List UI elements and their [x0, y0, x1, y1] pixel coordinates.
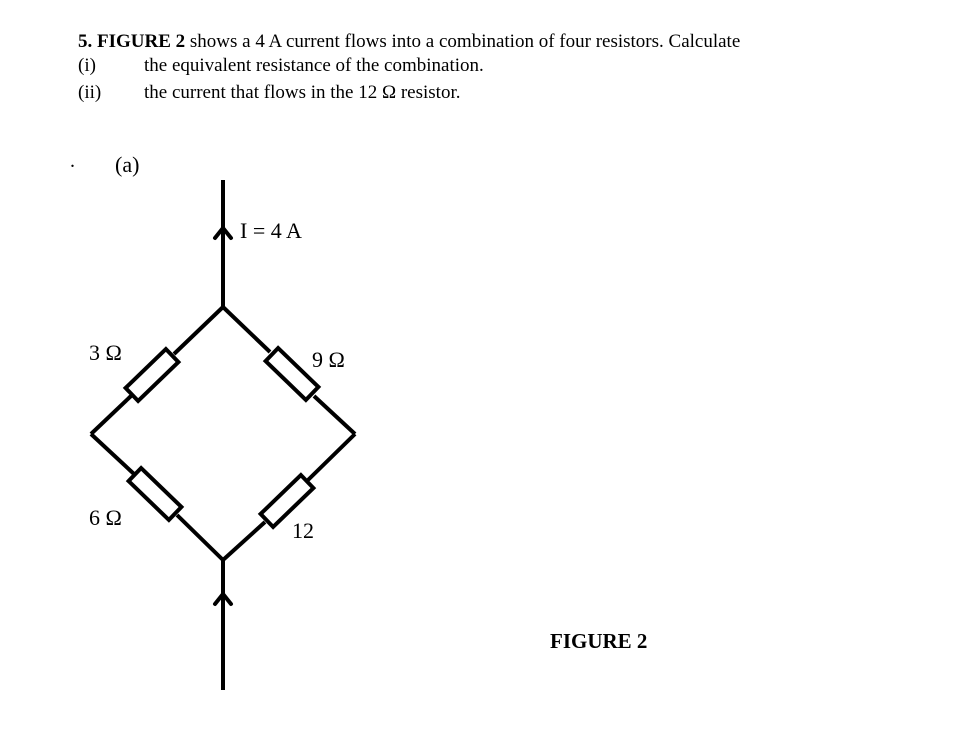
wire-bottom-left-2	[175, 513, 225, 562]
question-stem: 5. FIGURE 2 shows a 4 A current flows in…	[78, 31, 740, 53]
wire-bottom-left-1	[89, 432, 136, 476]
resistor-9-ohm-body	[262, 345, 322, 403]
part-ii-text: the current that flows in the 12 Ω resis…	[144, 82, 461, 103]
figure-reference: FIGURE 2	[97, 31, 186, 52]
resistor-12-ohm-body	[257, 472, 317, 530]
resistor-12-label: 12	[292, 518, 314, 543]
figure-part-label: (a)	[115, 152, 140, 177]
resistor-3-ohm-label: 3 Ω	[89, 340, 122, 365]
current-label: I = 4 A	[240, 218, 302, 243]
bullet-dot: .	[70, 150, 75, 172]
wire-top-right-1	[221, 305, 272, 354]
part-ii-label: (ii)	[78, 82, 102, 103]
wire-bottom-right-1	[306, 432, 357, 482]
part-i-label: (i)	[78, 55, 96, 76]
question-stem-text: shows a 4 A current flows into a combina…	[189, 31, 741, 52]
top-current-arrow-icon	[213, 226, 233, 240]
wire-top-left-1	[172, 305, 225, 356]
question-number: 5.	[78, 31, 93, 52]
wire-top-right-2	[312, 394, 357, 436]
resistor-6-ohm-label: 6 Ω	[89, 505, 122, 530]
resistor-3-ohm-body	[122, 346, 182, 404]
part-i-text: the equivalent resistance of the combina…	[144, 55, 484, 76]
wire-bottom-right-2	[221, 520, 267, 562]
wire-top-left-2	[89, 394, 133, 436]
figure-caption: FIGURE 2	[550, 629, 648, 653]
resistor-9-ohm-label: 9 Ω	[312, 347, 345, 372]
bottom-current-arrow-icon	[213, 592, 233, 606]
resistor-6-ohm-body	[125, 465, 185, 523]
